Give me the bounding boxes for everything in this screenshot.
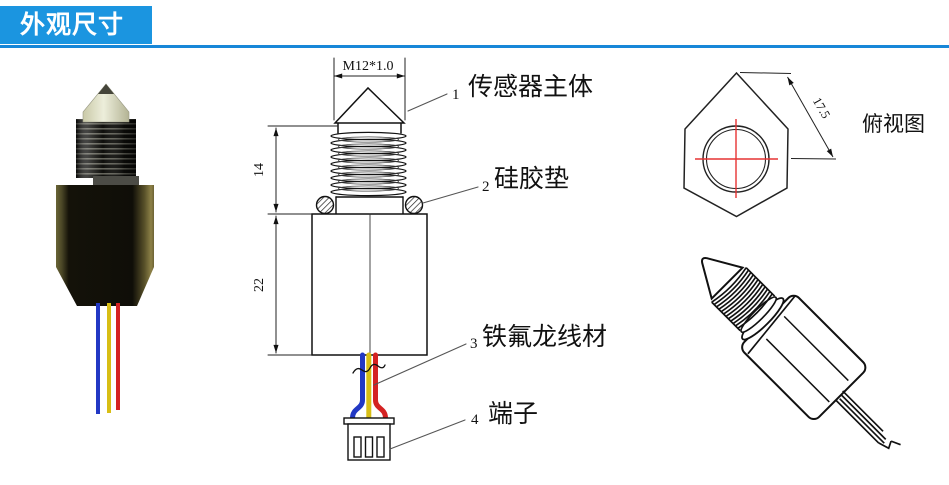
wire-break-symbol — [352, 363, 386, 374]
front-view-drawing: M12*1.0 — [252, 57, 607, 461]
iso-view-drawing — [700, 256, 901, 450]
cone-tip-outline — [333, 86, 406, 134]
thread-spec-dimension-text: M12*1.0 — [343, 59, 394, 74]
iso-body-facet-right — [783, 315, 849, 382]
photo-hex-body — [56, 185, 154, 306]
callout-4-label: 端子 — [488, 400, 538, 428]
photo-cone-tip — [82, 83, 130, 123]
iso-cone-tip — [700, 256, 745, 301]
photo-neck — [93, 176, 139, 187]
thread-length-dimension — [267, 125, 338, 215]
wire-blue — [350, 352, 365, 421]
iso-threads — [711, 267, 776, 332]
callout-1-label: 传感器主体 — [468, 73, 593, 101]
iso-body-top-edge — [747, 295, 796, 355]
connector-terminal — [343, 417, 395, 461]
body-length-text: 22 — [252, 278, 267, 292]
silicone-washer-right — [404, 195, 424, 215]
m12-dimension — [333, 57, 406, 121]
across-flats-dimension — [739, 72, 837, 160]
iso-wires — [835, 390, 901, 450]
callout-3-number: 3 — [470, 336, 478, 352]
page-title: 外观尺寸 — [20, 11, 125, 39]
top-view-drawing: 17.5 俯视图 — [683, 71, 925, 218]
callout-leaders — [373, 93, 479, 450]
callout-3-label: 铁氟龙线材 — [482, 323, 607, 351]
iso-body-facet-left — [765, 338, 830, 403]
silicone-washer-left — [315, 195, 335, 215]
sensor-photo — [56, 83, 154, 414]
header-bar: 外观尺寸 — [0, 6, 152, 44]
callout-2-number: 2 — [482, 179, 490, 195]
callout-1-number: 1 — [452, 87, 460, 103]
across-flats-text: 17.5 — [810, 95, 833, 121]
photo-cone-point — [98, 84, 114, 94]
top-view-caption: 俯视图 — [862, 112, 925, 136]
callout-2-label: 硅胶垫 — [494, 165, 569, 193]
neck-section — [335, 196, 404, 215]
thread-length-text: 14 — [252, 163, 267, 177]
header-rule — [0, 45, 949, 48]
front-view-wires — [350, 352, 388, 421]
thread-section — [330, 131, 407, 197]
callout-4-number: 4 — [471, 412, 479, 428]
sensor-body-outline — [311, 213, 428, 356]
wire-red — [373, 352, 388, 421]
body-length-dimension — [267, 215, 313, 356]
